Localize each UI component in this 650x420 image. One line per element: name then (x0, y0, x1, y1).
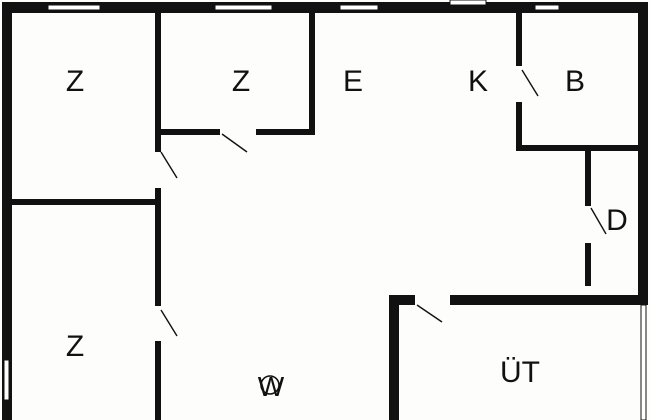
wall-b-left-top (516, 10, 522, 66)
wall-z2-bottom-left (158, 129, 220, 135)
stair-symbol: W (258, 371, 285, 402)
outer-wall-right (638, 2, 648, 304)
room-label-k: K (468, 65, 488, 98)
door-z2 (221, 133, 248, 153)
door-ut (416, 304, 443, 323)
windows (3, 0, 647, 420)
window-top-1 (47, 4, 101, 11)
door-z1 (160, 151, 178, 179)
wall-ut-top-right (450, 295, 648, 305)
wall-z1-right-mid (155, 188, 161, 306)
room-label-e: E (343, 65, 363, 98)
wall-z3-right-bottom (155, 341, 161, 420)
wall-b-bottom (516, 145, 641, 151)
window-top-3 (339, 4, 379, 11)
window-top-4 (449, 0, 487, 6)
wall-z2-right (309, 10, 315, 135)
wall-ut-top-left (389, 295, 415, 305)
wall-b-left-bottom (516, 102, 522, 151)
window-left-1 (3, 359, 10, 401)
room-label-ut: ÜT (500, 356, 540, 389)
doors (155, 66, 607, 341)
room-label-z3: Z (66, 330, 84, 363)
outer-wall-left (2, 2, 12, 420)
door-d (590, 207, 607, 235)
door-z3 (160, 309, 178, 337)
wall-d-left-top (585, 148, 591, 206)
door-b (521, 69, 539, 97)
wall-z1-bottom (10, 199, 158, 205)
wall-z1-right-top (155, 10, 161, 152)
stair-symbol-ring (260, 375, 280, 395)
room-label-z2: Z (232, 65, 250, 98)
window-right-1 (640, 304, 647, 420)
room-label-d: D (606, 204, 628, 237)
room-label-z1: Z (66, 65, 84, 98)
wall-ut-left (389, 295, 399, 420)
wall-z2-bottom-right (256, 129, 315, 135)
room-labels: Z Z E K B D Z ÜT (66, 65, 628, 389)
outer-wall-top (2, 2, 648, 13)
window-top-5 (534, 4, 560, 11)
wall-d-left-bottom (585, 243, 591, 286)
window-top-2 (214, 4, 273, 11)
room-label-b: B (565, 65, 585, 98)
